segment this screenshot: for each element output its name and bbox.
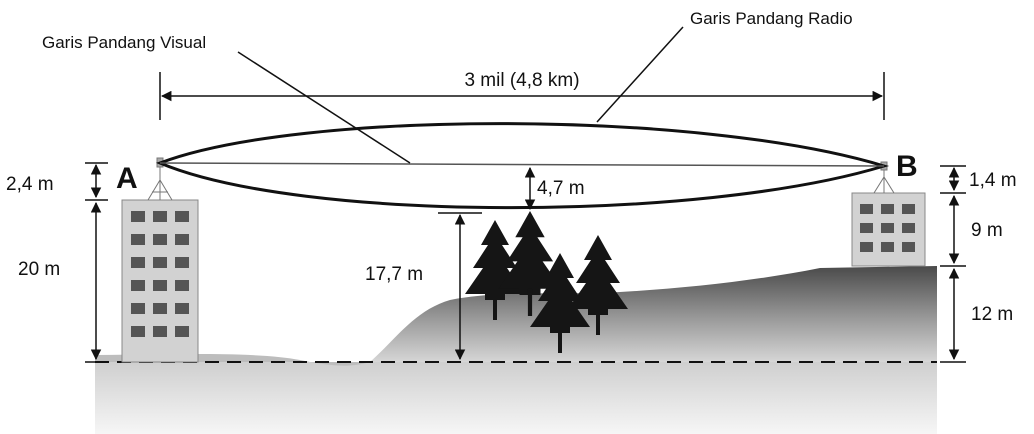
antenna-a-height-label: 2,4 m xyxy=(6,174,54,195)
antenna-b-height-label: 1,4 m xyxy=(969,170,1017,191)
distance-label: 3 mil (4,8 km) xyxy=(464,70,579,91)
point-b-label: B xyxy=(896,150,918,183)
hill-height-label: 12 m xyxy=(971,304,1013,325)
visual-line-of-sight xyxy=(159,162,885,167)
ground xyxy=(95,362,937,434)
radio-line-leader xyxy=(596,26,684,123)
terrain-clearance-dimension xyxy=(438,212,482,361)
clearance-label: 4,7 m xyxy=(537,178,585,199)
building-b xyxy=(851,192,926,267)
left-dimensions xyxy=(85,162,108,363)
visual-line-label: Garis Pandang Visual xyxy=(42,33,206,52)
building-a-height-label: 20 m xyxy=(18,259,60,280)
building-b-height-label: 9 m xyxy=(971,220,1003,241)
hill xyxy=(370,266,937,362)
terrain-clearance-label: 17,7 m xyxy=(365,264,423,285)
radio-line-label: Garis Pandang Radio xyxy=(690,9,853,28)
building-a xyxy=(121,199,199,363)
right-dimensions xyxy=(940,165,966,363)
visual-line-leader xyxy=(237,51,411,164)
point-a-label: A xyxy=(116,162,138,195)
